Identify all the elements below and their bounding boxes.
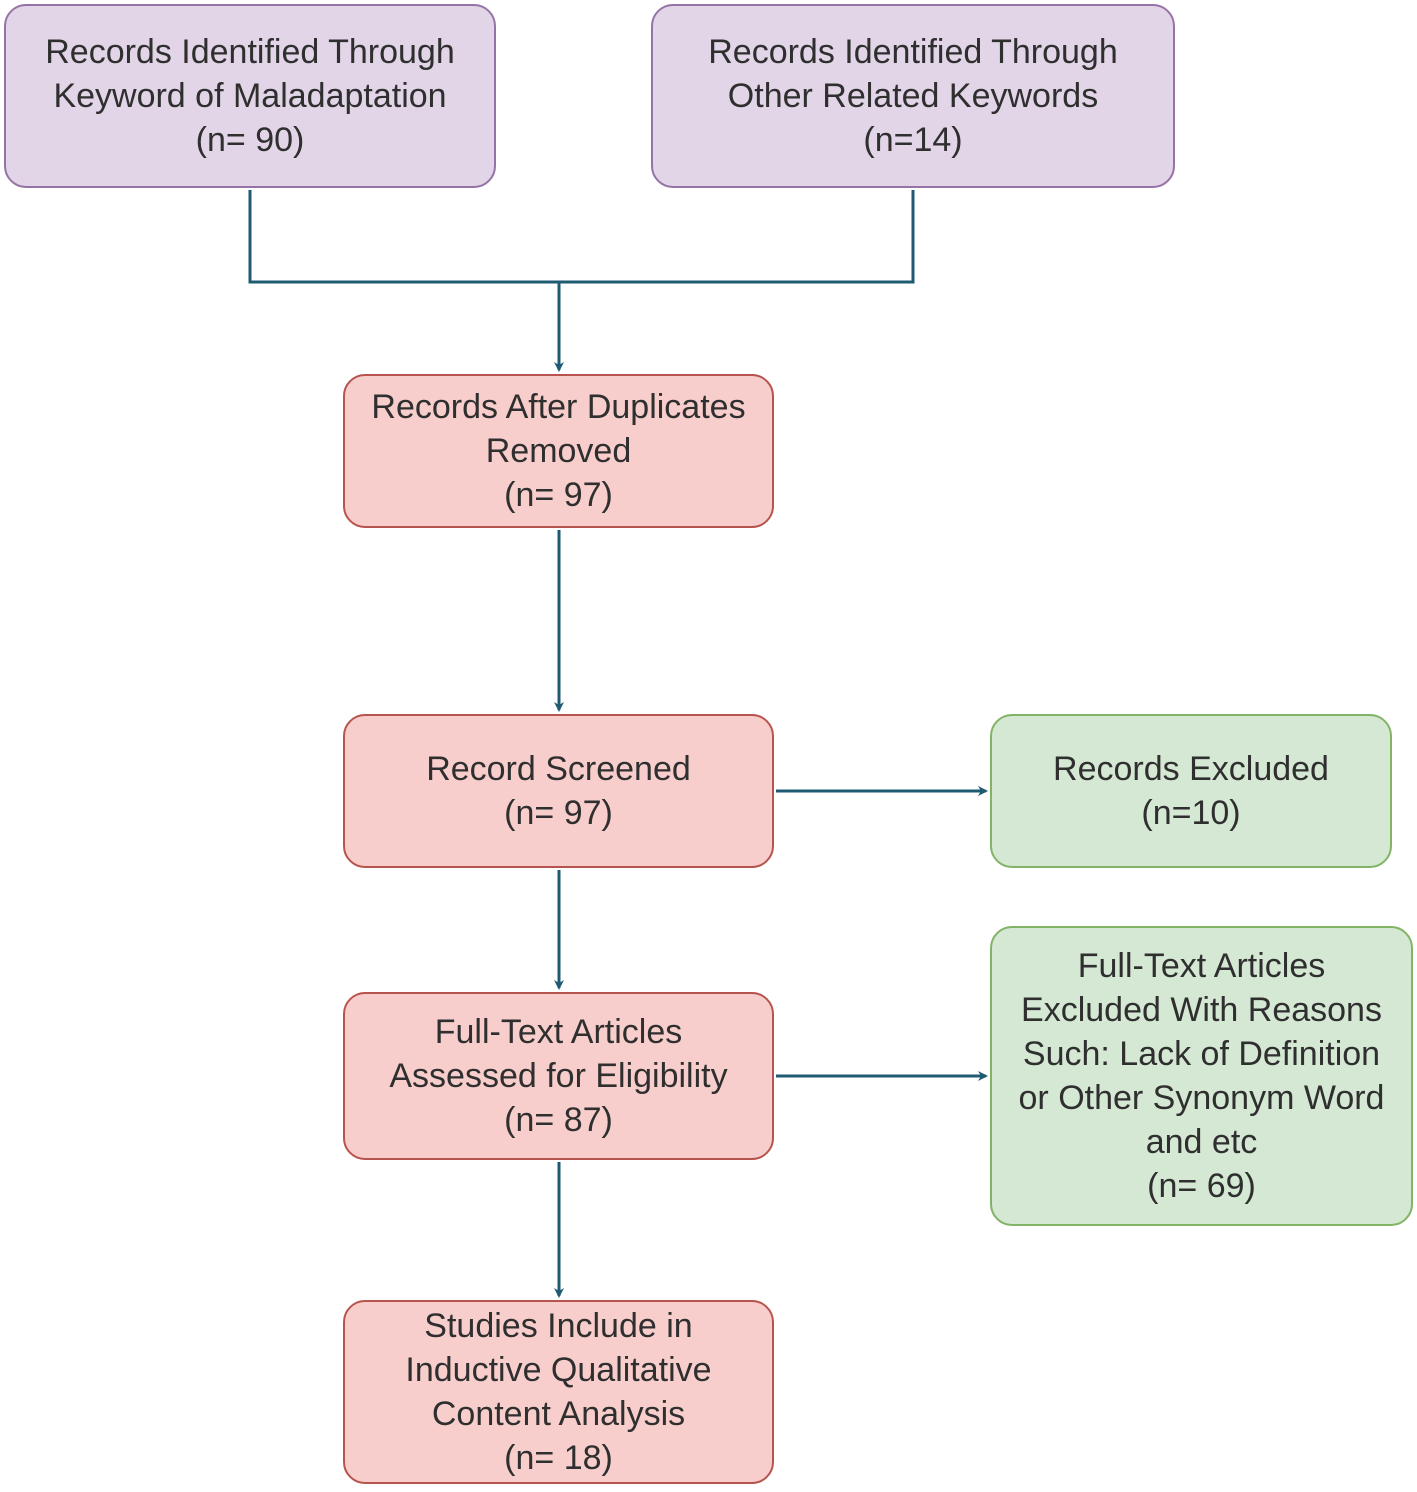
fulltext-excluded-line-1: Full-Text Articles: [1077, 947, 1326, 985]
included-line-1: Studies Include in: [424, 1307, 693, 1345]
fulltext-excluded-line-5: and etc: [1145, 1123, 1258, 1161]
keyword-records-count: (n= 90): [195, 121, 305, 159]
included-count: (n= 18): [504, 1439, 613, 1477]
records-excluded-count: (n=10): [1141, 794, 1241, 832]
keyword-records-box: Records Identified Through Keyword of Ma…: [4, 4, 496, 188]
other-records-box: Records Identified Through Other Related…: [651, 4, 1175, 188]
screened-count: (n= 97): [504, 794, 613, 832]
fulltext-excluded-line-2: Excluded With Reasons: [1021, 991, 1382, 1029]
keyword-records-line-2: Keyword of Maladaptation: [53, 77, 447, 115]
after-duplicates-line-2: Removed: [485, 432, 632, 470]
connector-keyword-merge: [248, 190, 915, 284]
fulltext-assessed-box: Full-Text Articles Assessed for Eligibil…: [343, 992, 774, 1160]
records-excluded-box: Records Excluded (n=10): [990, 714, 1392, 868]
included-line-2: Inductive Qualitative: [405, 1351, 712, 1389]
after-duplicates-box: Records After Duplicates Removed (n= 97): [343, 374, 774, 528]
records-excluded-line-1: Records Excluded: [1053, 750, 1329, 788]
fulltext-excluded-line-3: Such: Lack of Definition: [1022, 1035, 1381, 1073]
other-records-line-2: Other Related Keywords: [727, 77, 1099, 115]
included-studies-box: Studies Include in Inductive Qualitative…: [343, 1300, 774, 1484]
screened-box: Record Screened (n= 97): [343, 714, 774, 868]
fulltext-excluded-line-4: or Other Synonym Word: [1018, 1079, 1385, 1117]
keyword-records-line-1: Records Identified Through: [45, 33, 455, 71]
other-records-line-1: Records Identified Through: [708, 33, 1118, 71]
screened-line-1: Record Screened: [426, 750, 691, 788]
fulltext-assessed-count: (n= 87): [504, 1101, 613, 1139]
fulltext-excluded-count: (n= 69): [1147, 1167, 1256, 1205]
fulltext-assessed-line-2: Assessed for Eligibility: [389, 1057, 728, 1095]
included-line-3: Content Analysis: [431, 1395, 686, 1433]
fulltext-assessed-line-1: Full-Text Articles: [434, 1013, 683, 1051]
after-duplicates-line-1: Records After Duplicates: [371, 388, 746, 426]
other-records-count: (n=14): [863, 121, 963, 159]
fulltext-excluded-box: Full-Text Articles Excluded With Reasons…: [990, 926, 1413, 1226]
after-duplicates-count: (n= 97): [504, 476, 613, 514]
